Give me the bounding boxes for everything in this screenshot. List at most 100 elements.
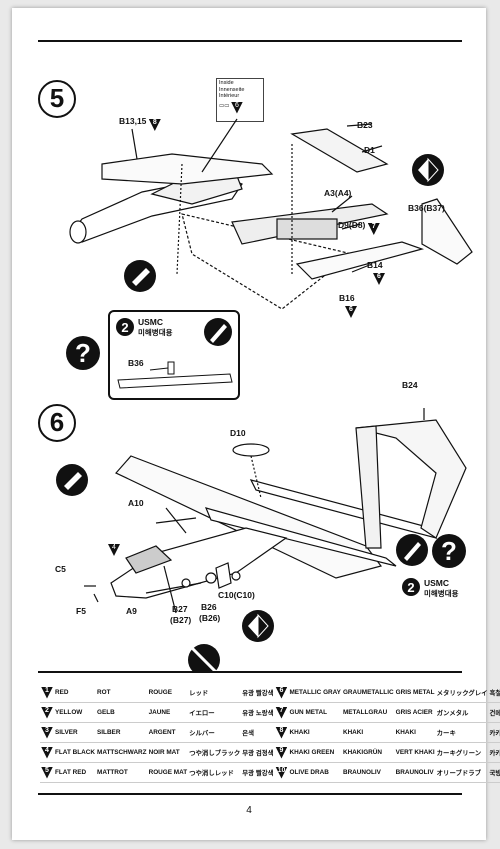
- color-name-fr: JAUNE: [147, 702, 189, 723]
- color-name-jp: レッド: [188, 683, 242, 703]
- label-b13-15: B13,15 8: [119, 116, 161, 131]
- label-b27-alt: (B27): [170, 615, 192, 625]
- label-a9: A9: [126, 606, 137, 616]
- paint-4-tri: 4: [108, 544, 120, 556]
- paint-number-tri: 7: [275, 706, 288, 719]
- color-name-fr: KHAKI: [394, 722, 436, 743]
- callout-title: USMC: [138, 317, 164, 327]
- paint-6-tri-b14: 6: [373, 273, 385, 285]
- color-name-fr: ROUGE MAT: [147, 762, 189, 783]
- color-name-jp: メタリックグレイ: [435, 683, 489, 703]
- step-6-diagram: [56, 408, 467, 673]
- color-name-en: RED: [54, 683, 96, 703]
- color-name-jp: つや消しレッド: [188, 762, 242, 783]
- color-name-en: FLAT BLACK: [54, 742, 96, 763]
- color-name-kr: 유광 빨강색: [241, 683, 275, 703]
- color-name-en: KHAKI: [288, 722, 342, 743]
- usmc-number-step6: 2: [402, 578, 420, 596]
- color-name-de: ROT: [96, 683, 148, 703]
- color-name-kr: 카키색: [488, 722, 500, 743]
- color-name-jp: ガンメタル: [435, 702, 489, 723]
- color-name-jp: イエロー: [188, 702, 242, 723]
- usmc-subtitle-step6: 미해병대용: [424, 589, 459, 598]
- color-name-kr: 건메탈: [488, 702, 500, 723]
- color-name-de: SILBER: [96, 722, 148, 743]
- color-name-de: GELB: [96, 702, 148, 723]
- label-d10: D10: [230, 428, 246, 438]
- label-b26-alt: (B26): [199, 613, 221, 623]
- color-name-de: KHAKIGRÜN: [341, 742, 395, 763]
- step-6-number: 6: [38, 404, 76, 442]
- callout-subtitle: 미해병대용: [138, 328, 173, 337]
- color-name-en: KHAKI GREEN: [288, 742, 342, 763]
- usmc-callout-step5: 2 USMC 미해병대용 B36: [108, 310, 240, 400]
- inside-label-en: Inside: [219, 80, 234, 86]
- paint-number-tri: 10: [275, 766, 288, 779]
- color-name-fr: NOIR MAT: [147, 742, 189, 763]
- instruction-sheet: 5 Inside Innenseite Intérieur ▭▭ 6: [12, 8, 500, 840]
- color-name-kr: 은색: [241, 722, 275, 743]
- color-name-kr: 무광 검정색: [241, 742, 275, 763]
- color-name-kr: 무광 빨강색: [241, 762, 275, 783]
- color-name-de: KHAKI: [341, 722, 395, 743]
- callout-part-b36: B36: [128, 358, 144, 368]
- color-name-en: FLAT RED: [54, 762, 96, 783]
- inside-label-fr: Intérieur: [219, 93, 240, 99]
- color-name-fr: ROUGE: [147, 683, 189, 703]
- paint-number-tri: 4: [41, 746, 53, 759]
- step-5-diagram: [69, 118, 473, 310]
- question-icon-step5: ?: [66, 336, 100, 370]
- color-name-jp: つや消しブラック: [188, 742, 242, 763]
- color-name-de: METALLGRAU: [341, 702, 395, 723]
- color-name-en: OLIVE DRAB: [288, 762, 342, 783]
- label-b24: B24: [402, 380, 418, 390]
- color-name-fr: VERT KHAKI: [394, 742, 436, 763]
- color-name-fr: BRAUNOLIV: [394, 762, 436, 783]
- color-name-kr: 흑철색: [488, 683, 500, 703]
- label-a3: A3(A4): [324, 188, 352, 198]
- question-icon-step6: ?: [432, 534, 466, 568]
- paint-number-tri: 6: [275, 686, 288, 699]
- label-c10: C10(C10): [218, 590, 255, 600]
- paint-6-tri-b16: 6: [345, 306, 357, 318]
- label-b36-b37: B36(B37): [408, 203, 445, 213]
- color-name-kr: 카키그린: [488, 742, 500, 763]
- color-name-jp: シルバー: [188, 722, 242, 743]
- paint-7-tri: 7: [367, 223, 380, 235]
- inside-label-de: Innenseite: [219, 86, 245, 93]
- paint-number-tri: 9: [275, 746, 288, 759]
- color-name-de: GRAUMETALLIC: [341, 683, 395, 703]
- paint-number-tri: 8: [275, 726, 288, 739]
- color-name-fr: GRIS ACIER: [394, 702, 436, 723]
- paint-number-tri: 3: [41, 726, 53, 739]
- paint-8-tri: 8: [148, 119, 161, 131]
- label-b23: B23: [357, 120, 373, 130]
- color-name-jp: カーキ: [435, 722, 489, 743]
- color-name-en: YELLOW: [54, 702, 96, 723]
- step-5-number: 5: [38, 80, 76, 118]
- callout-number: 2: [116, 318, 134, 336]
- page-number: 4: [246, 805, 252, 816]
- label-c5: C5: [55, 564, 66, 574]
- color-name-en: METALLIC GRAY: [288, 683, 342, 703]
- label-a10: A10: [128, 498, 144, 508]
- color-name-de: MATTSCHWARZ: [96, 742, 148, 763]
- color-name-fr: ARGENT: [147, 722, 189, 743]
- color-name-en: SILVER: [54, 722, 96, 743]
- label-d9: D9(D8) 7: [338, 220, 380, 235]
- color-name-de: BRAUNOLIV: [341, 762, 395, 783]
- label-d1: D1: [364, 145, 375, 155]
- callout-drawing: [117, 318, 233, 389]
- paint-number-tri: 5: [41, 766, 53, 779]
- paint-number-tri: 2: [41, 706, 53, 719]
- color-name-jp: オリーブドラブ: [435, 762, 489, 783]
- color-name-kr: 국방색: [488, 762, 500, 783]
- color-table-top-rule: [38, 671, 462, 673]
- inside-note-box: Inside Innenseite Intérieur ▭▭ 6: [216, 78, 264, 122]
